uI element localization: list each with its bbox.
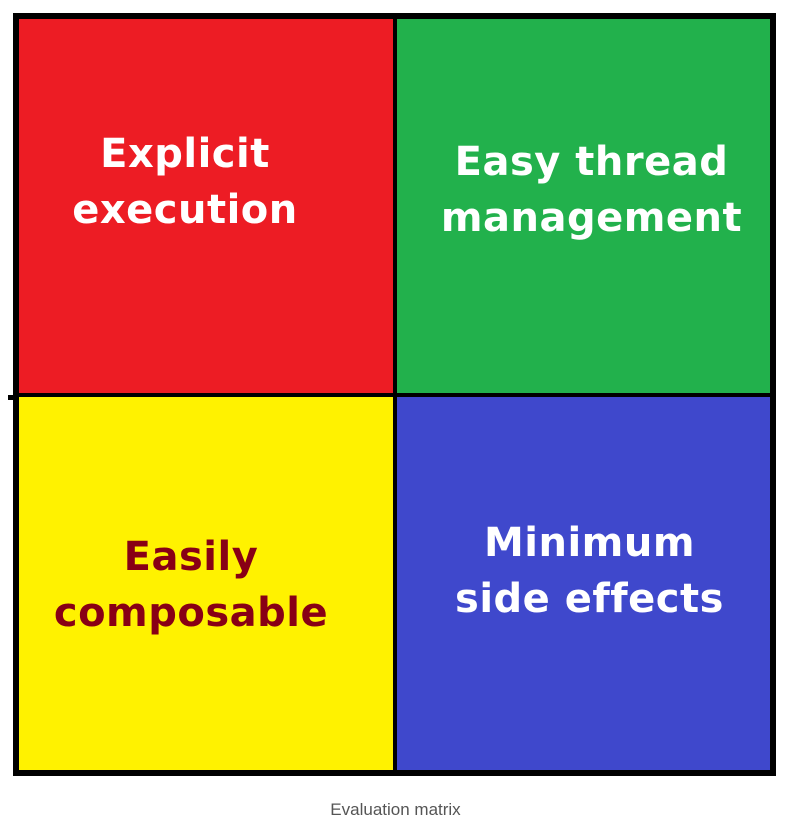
quadrant-label: Easy thread management [440, 139, 743, 241]
quadrant-easily-composable: Easily composable [19, 397, 393, 770]
figure-caption: Evaluation matrix [330, 800, 461, 819]
quadrant-easy-thread-management: Easy thread management [397, 19, 770, 393]
quadrant-label: Easily composable [53, 533, 329, 636]
divider-tick [8, 395, 16, 400]
quadrant-explicit-execution: Explicit execution [19, 19, 393, 393]
evaluation-matrix: Explicit execution Easy thread managemen… [13, 13, 776, 776]
quadrant-label: Minimum side effects [455, 519, 724, 622]
quadrant-minimum-side-effects: Minimum side effects [397, 397, 770, 770]
quadrant-label: Explicit execution [72, 131, 298, 233]
